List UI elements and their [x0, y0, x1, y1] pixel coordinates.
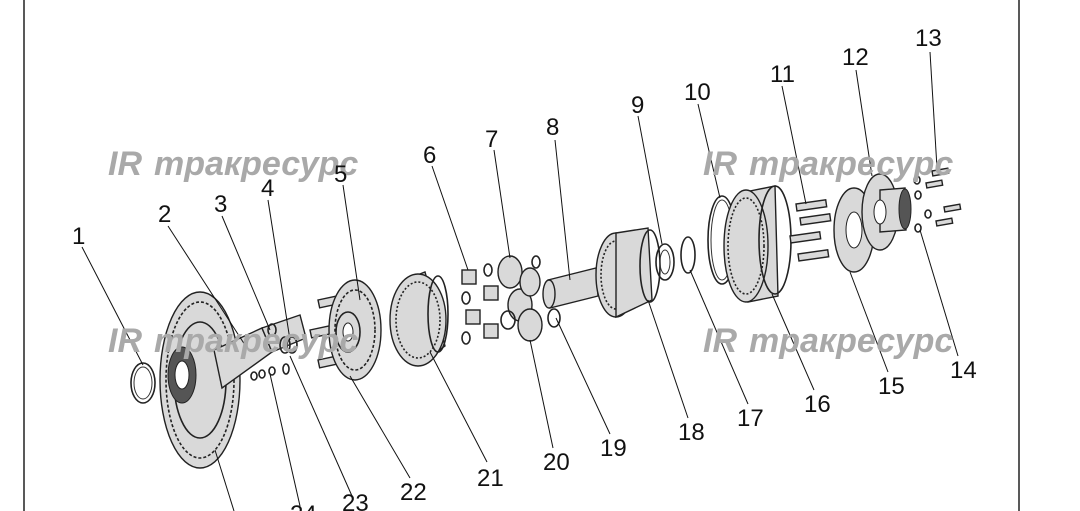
part-thrust-ring: [655, 243, 675, 281]
part-sun-gear-carrier: [595, 227, 661, 319]
callout-2: 2: [158, 201, 171, 228]
part-small-washers: [250, 323, 298, 381]
part-hub-flange: [861, 173, 912, 251]
leader-lines: [81, 51, 959, 511]
watermark-mark: IR: [703, 322, 737, 360]
part-snap-ring: [130, 362, 156, 404]
callout-labels: 1 2 3 4 5 6 7 8 9 10 11 12 13 14 15 16 1…: [72, 25, 977, 511]
watermark-text: тракресурс: [749, 145, 953, 183]
callout-11: 11: [770, 61, 795, 88]
callout-6: 6: [423, 142, 436, 169]
callout-17: 17: [737, 405, 764, 432]
callout-8: 8: [546, 114, 559, 141]
callout-4: 4: [261, 175, 274, 202]
part-planet-carrier: [309, 279, 382, 381]
watermark-text: тракресурс: [154, 322, 358, 360]
callout-24: 24: [290, 501, 317, 511]
callout-3: 3: [214, 191, 227, 218]
callout-16: 16: [804, 391, 831, 418]
part-ring-gear-housing: [389, 271, 449, 367]
part-retaining-ring: [680, 236, 696, 274]
callout-20: 20: [543, 449, 570, 476]
part-planet-pins: [461, 263, 499, 345]
watermark-mark: IR: [108, 322, 142, 360]
part-bolts: [913, 167, 962, 233]
part-large-gear: [159, 291, 307, 469]
watermark-mark: IR: [703, 145, 737, 183]
callout-13: 13: [915, 25, 942, 52]
callout-19: 19: [600, 435, 627, 462]
part-large-ring-gear: [723, 185, 792, 303]
part-planet-gears: [497, 255, 561, 342]
callout-5: 5: [334, 161, 347, 188]
callout-12: 12: [842, 44, 869, 71]
watermark-top-right: IR тракресурс: [703, 145, 953, 183]
callout-21: 21: [477, 465, 504, 492]
callout-9: 9: [631, 92, 644, 119]
callout-15: 15: [878, 373, 905, 400]
callout-10: 10: [684, 79, 711, 106]
callout-18: 18: [678, 419, 705, 446]
watermark-text: тракресурс: [749, 322, 953, 360]
callout-22: 22: [400, 479, 427, 506]
watermark-top-left: IR тракресурс: [108, 145, 358, 183]
callout-14: 14: [950, 357, 977, 384]
part-dowel-pins: [789, 199, 832, 262]
callout-7: 7: [485, 126, 498, 153]
part-splined-shaft: [542, 267, 599, 309]
watermark-bottom-right: IR тракресурс: [703, 322, 953, 360]
watermark-mark: IR: [108, 145, 142, 183]
callout-23: 23: [342, 490, 369, 511]
watermark-bottom-left: IR тракресурс: [108, 322, 358, 360]
watermark-text: тракресурс: [154, 145, 358, 183]
callout-1: 1: [72, 223, 85, 250]
